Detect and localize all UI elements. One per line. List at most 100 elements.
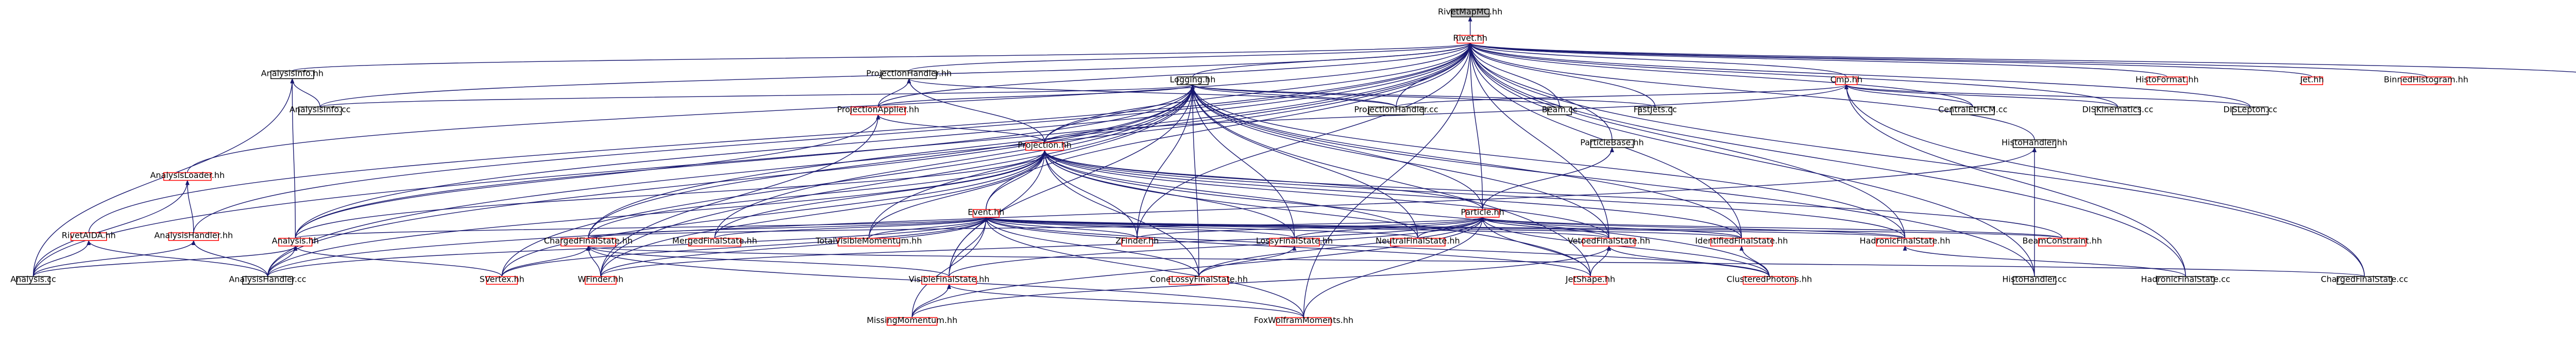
file-node-histohandler_hh[interactable]: HistoHandler.hh [2002,137,2067,148]
dependency-edge-projectionapplier-projection [876,114,1045,143]
file-node-wfinder[interactable]: WFinder.hh [578,274,623,285]
file-node-cmp[interactable]: Cmp.hh [1831,74,1862,85]
file-node-foxwolfram[interactable]: FoxWolframMoments.hh [1254,315,1353,326]
dependency-edge-cmp-projection [1044,84,1849,143]
file-node-histoformat[interactable]: HistoFormat.hh [2136,74,2199,85]
file-node-particlebase[interactable]: ParticleBase.hh [1580,137,1644,148]
file-node-box [1835,76,1858,85]
file-node-box [2157,276,2215,285]
file-node-event[interactable]: Event.hh [968,207,1005,218]
file-node-analysisinfo_hh[interactable]: AnalysisInfo.hh [261,69,324,79]
dependency-edge-projectionapplier-wfinder [600,114,880,277]
dependency-edge-analysisinfo_hh-analysis_hh [290,78,296,238]
file-node-visiblefs[interactable]: VisibleFinalState.hh [909,274,990,285]
dependency-edge-event-visiblefs [948,217,988,277]
dependency-edge-rivet-chargedfs_hh [588,42,1472,238]
dependency-edge-logging-mergedfs [714,84,1195,238]
file-node-hadronicfs_cc[interactable]: HadronicFinalState.cc [2141,274,2230,285]
file-node-histohandler_cc[interactable]: HistoHandler.cc [2002,274,2066,285]
dependency-edge-particle-clusteredphotons [1480,217,1770,277]
file-node-vetoedfs[interactable]: VetoedFinalState.hh [1568,236,1650,247]
file-node-chargedfs_cc[interactable]: ChargedFinalState.cc [2321,274,2408,285]
dependency-edge-rivet-projectionapplier [877,42,1472,107]
file-node-fastjets_cc[interactable]: FastJets.cc [1634,105,1677,116]
file-node-label: IdentifiedFinalState.hh [1695,236,1788,246]
dependency-edge-rivet-analysishandler_hh [193,42,1472,233]
file-node-analysis_cc[interactable]: Analysis.cc [10,274,56,285]
file-node-box [881,70,937,79]
dependency-edge-event-lossyfs [984,217,1295,239]
dependency-edge-rivet-cuts [1468,42,2576,73]
file-node-projectionapplier[interactable]: ProjectionApplier.hh [837,105,920,116]
dependency-edge-rivet-cmp [1468,42,1847,77]
file-node-lossyfs[interactable]: LossyFinalState.hh [1256,236,1333,247]
file-node-jet[interactable]: Jet.hh [2299,74,2324,85]
dependency-edge-particle-chargedfs_hh [588,217,1484,239]
dependency-edge-logging-projection [1044,84,1195,143]
dependency-edge-logging-beam_cc [1191,84,1560,108]
file-node-analysishandler_hh[interactable]: AnalysisHandler.hh [154,231,233,241]
file-node-box [1276,317,1332,326]
file-node-analysishandler_cc[interactable]: AnalysisHandler.cc [229,274,306,285]
file-node-binnedhisto[interactable]: BinnedHistogram.hh [2384,74,2468,85]
dependency-edge-vetoedfs-clusteredphotons [1607,245,1770,277]
dependency-edge-rivet-histohandler_cc [1468,42,2035,277]
file-node-chargedfs_hh[interactable]: ChargedFinalState.hh [544,236,633,247]
file-node-label: MissingMomentum.hh [867,315,957,325]
file-node-label: ProjectionHandler.cc [1354,105,1438,115]
dependency-edge-rivet-particlebase [1468,42,1613,140]
file-node-box [2336,276,2393,285]
file-node-box [16,276,50,285]
file-node-diskinematics[interactable]: DISKinematics.cc [2082,105,2154,116]
dependency-edge-projection-beamconstraint [1042,150,2063,238]
file-node-identifiedfs[interactable]: IdentifiedFinalState.hh [1695,236,1788,247]
file-node-box [1368,106,1424,116]
file-node-beamconstraint[interactable]: BeamConstraint.hh [2023,236,2103,247]
file-node-neutralfs[interactable]: NeutralFinalState.hh [1376,236,1460,247]
file-node-logging[interactable]: Logging.hh [1170,74,1216,85]
dependency-edge-chargedfs_hh-ssvertex [501,245,590,277]
file-node-rivet[interactable]: Rivet.hh [1453,33,1487,44]
file-node-projectionhandler_hh[interactable]: ProjectionHandler.hh [866,69,952,79]
dependency-edge-logging-chargedfs_hh [588,84,1195,238]
file-node-totalvisible[interactable]: TotalVisibleMomentum.hh [815,236,922,247]
file-node-clusteredphotons[interactable]: ClusteredPhotons.hh [1726,274,1812,285]
file-node-label: LossyFinalState.hh [1256,236,1333,246]
file-node-box [1121,238,1153,247]
file-node-analysisinfo_cc[interactable]: AnalysisInfo.cc [290,105,351,116]
dependency-edge-logging-projectionhandler_cc [1191,84,1397,108]
dependency-edge-logging-projectionapplier [877,84,1195,108]
file-node-label: ProjectionHandler.hh [866,69,952,78]
dependency-edge-projection-jetshape [1042,150,1591,277]
file-node-centraletcm[interactable]: CentralEtHCM.cc [1938,105,2007,116]
file-node-mergedfs[interactable]: MergedFinalState.hh [672,236,757,247]
file-node-projection[interactable]: Projection.hh [1018,140,1072,151]
file-node-conelossy[interactable]: ConeLossyFinalState.hh [1150,274,1248,285]
file-node-box [2012,276,2057,285]
dependency-edge-projectionhandler_hh-projection [907,78,1045,143]
file-node-rivetaida[interactable]: RivetAIDA.hh [62,231,116,241]
dependency-edge-logging-jetshape [1190,84,1591,277]
file-node-analysis_hh[interactable]: Analysis.hh [272,236,319,247]
file-node-hadronicfs_hh[interactable]: HadronicFinalState.hh [1860,236,1951,247]
dependency-edge-projectionhandler_hh-projectionhandler_cc [907,78,1397,108]
file-node-particle[interactable]: Particle.hh [1461,207,1504,218]
dependency-edge-event-vetoedfs [984,217,1609,239]
file-node-analysisloader[interactable]: AnalysisLoader.hh [150,170,225,181]
file-node-label: ParticleBase.hh [1580,137,1643,147]
dependency-edge-analysis_hh-analysishandler_cc [267,245,298,277]
dependency-edge-rivet-binnedhisto [1468,42,2427,77]
file-node-jetshape[interactable]: JetShape.hh [1565,274,1615,285]
file-node-zfinder[interactable]: ZFinder.hh [1115,236,1159,247]
file-node-ssvertex[interactable]: SVertex.hh [480,274,524,285]
dependency-edge-projection-mergedfs [714,150,1047,238]
file-node-beam_cc[interactable]: Beam.cc [1542,105,1578,116]
file-node-dislepton[interactable]: DISLepton.cc [2224,105,2278,116]
dependency-edge-logging-zfinder [1137,84,1195,238]
dependency-edge-rivet-analysishandler_cc [267,42,1472,277]
dependency-edge-cmp-chargedfs_cc [1844,84,2365,277]
dependency-edge-visiblefs-missingmomentum [911,284,952,318]
file-node-missingmomentum[interactable]: MissingMomentum.hh [867,315,957,326]
file-node-projectionhandler_cc[interactable]: ProjectionHandler.cc [1354,105,1438,116]
